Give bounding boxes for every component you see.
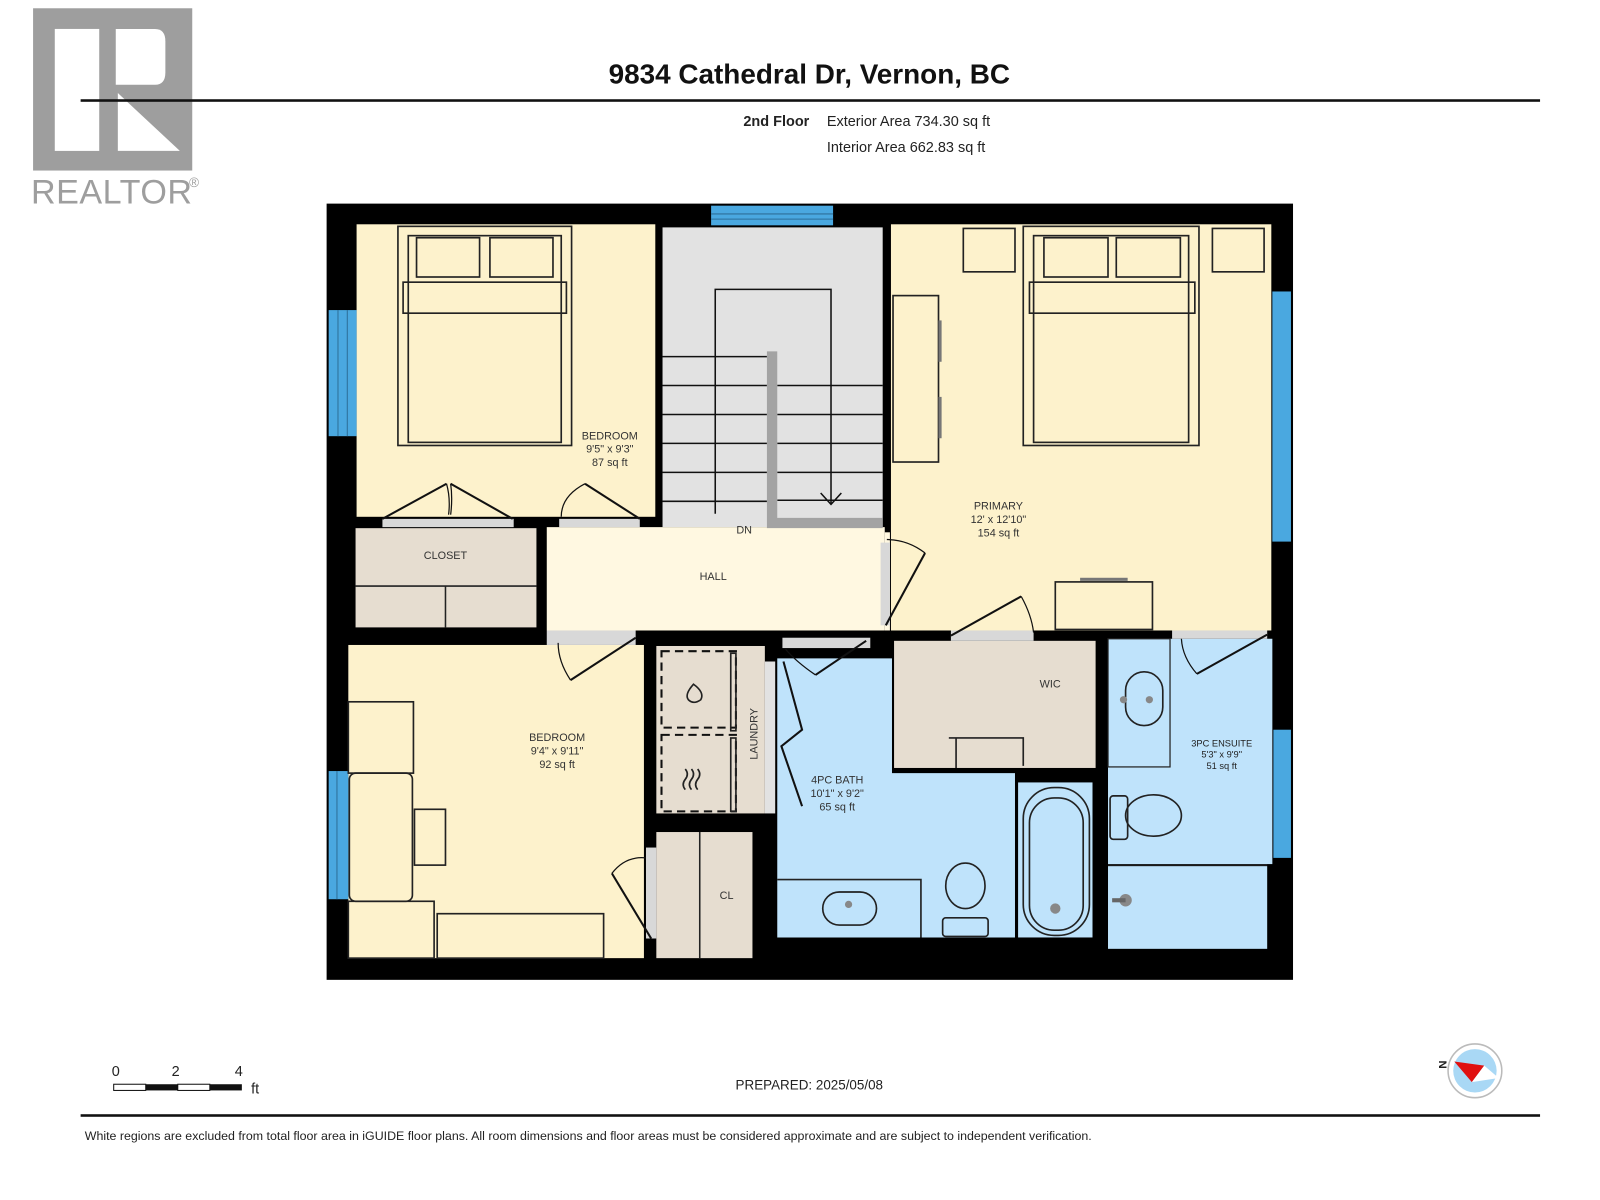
- footer-rule: [80, 1114, 1541, 1117]
- room-laundry: [656, 645, 765, 814]
- svg-text:51 sq ft: 51 sq ft: [1206, 761, 1237, 771]
- scale-bar: 0 2 4 ft: [112, 1064, 259, 1098]
- svg-text:3PC ENSUITE: 3PC ENSUITE: [1191, 738, 1252, 748]
- window: [328, 771, 349, 900]
- room-wic: [894, 640, 1096, 768]
- floor-label: 2nd Floor: [743, 114, 809, 130]
- window: [711, 205, 834, 226]
- floor-plan: [326, 203, 1294, 980]
- svg-text:65 sq ft: 65 sq ft: [819, 801, 855, 813]
- svg-text:PRIMARY: PRIMARY: [974, 501, 1023, 513]
- svg-text:BEDROOM: BEDROOM: [582, 430, 638, 442]
- svg-text:87 sq ft: 87 sq ft: [592, 457, 628, 469]
- room-label-bedroom-1: BEDROOM 9'5" x 9'3" 87 sq ft: [582, 430, 638, 469]
- prepared-date: PREPARED: 2025/05/08: [736, 1077, 883, 1092]
- svg-text:92 sq ft: 92 sq ft: [539, 759, 575, 771]
- room-label-primary: PRIMARY 12' x 12'10" 154 sq ft: [971, 501, 1027, 540]
- registered-mark: ®: [189, 175, 199, 190]
- staircase: [662, 288, 883, 529]
- compass-icon: N: [1436, 1043, 1503, 1099]
- doors: [381, 482, 1268, 940]
- label-wic: WIC: [1040, 678, 1061, 690]
- room-hall: [546, 527, 885, 631]
- header-rule: [80, 99, 1541, 102]
- svg-text:BEDROOM: BEDROOM: [529, 732, 585, 744]
- room-cl: [656, 832, 753, 959]
- svg-text:9'4" x 9'11": 9'4" x 9'11": [531, 746, 584, 758]
- room-bedroom-2: [348, 644, 644, 959]
- svg-text:4PC BATH: 4PC BATH: [811, 774, 863, 786]
- svg-text:2: 2: [172, 1064, 180, 1080]
- svg-text:9'5" x 9'3": 9'5" x 9'3": [586, 444, 634, 456]
- svg-text:154 sq ft: 154 sq ft: [978, 527, 1020, 539]
- svg-text:10'1" x 9'2": 10'1" x 9'2": [810, 788, 864, 800]
- window: [1273, 729, 1291, 858]
- label-closet: CLOSET: [424, 550, 468, 562]
- label-cl: CL: [720, 890, 734, 902]
- svg-text:N: N: [1436, 1060, 1448, 1068]
- window: [1272, 291, 1291, 542]
- label-laundry: LAUNDRY: [749, 708, 761, 760]
- svg-text:0: 0: [112, 1064, 120, 1080]
- label-hall: HALL: [700, 571, 727, 583]
- label-dn: DN: [736, 524, 752, 536]
- interior-area: Interior Area 662.83 sq ft: [827, 140, 985, 156]
- svg-text:ft: ft: [251, 1082, 259, 1098]
- svg-text:5'3" x 9'9": 5'3" x 9'9": [1201, 750, 1242, 760]
- svg-text:4: 4: [235, 1064, 243, 1080]
- room-label-3pc-ensuite: 3PC ENSUITE 5'3" x 9'9" 51 sq ft: [1191, 738, 1252, 771]
- footer-disclaimer: White regions are excluded from total fl…: [85, 1129, 1092, 1143]
- exterior-area: Exterior Area 734.30 sq ft: [827, 114, 990, 130]
- room-bedroom-1: [356, 224, 656, 517]
- page-title: 9834 Cathedral Dr, Vernon, BC: [609, 59, 1010, 90]
- realtor-r-logo-icon: REALTOR ®: [31, 8, 199, 212]
- svg-text:12' x 12'10": 12' x 12'10": [971, 514, 1027, 526]
- room-label-bedroom-2: BEDROOM 9'4" x 9'11" 92 sq ft: [529, 732, 585, 771]
- room-4pc-bath: [777, 658, 1015, 938]
- room-primary: [890, 224, 1272, 631]
- room-label-4pc-bath: 4PC BATH 10'1" x 9'2" 65 sq ft: [810, 774, 864, 813]
- realtor-logo-text: REALTOR: [31, 174, 193, 212]
- window: [328, 310, 357, 437]
- room-3pc-ensuite: [1108, 638, 1273, 865]
